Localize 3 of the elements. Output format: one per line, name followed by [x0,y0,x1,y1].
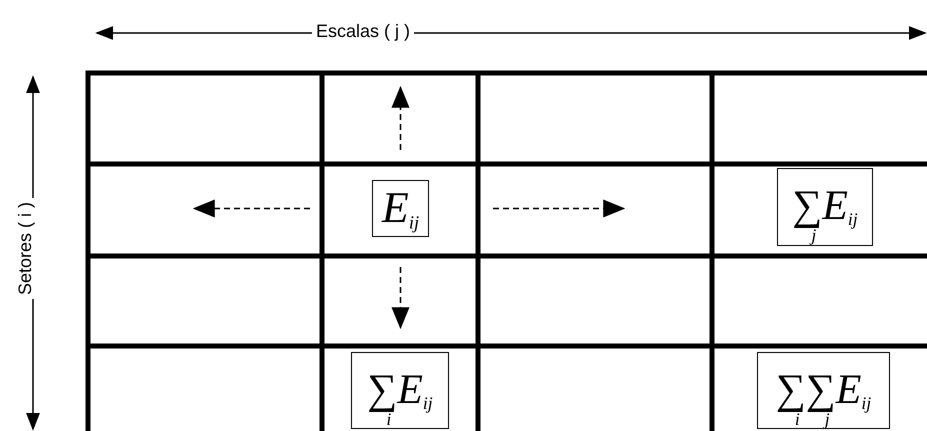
axis-label: Setores ( i ) [15,198,36,300]
formula-box: E$_{ij}$ [372,180,429,237]
axis-label: Escalas ( j ) [312,21,414,42]
